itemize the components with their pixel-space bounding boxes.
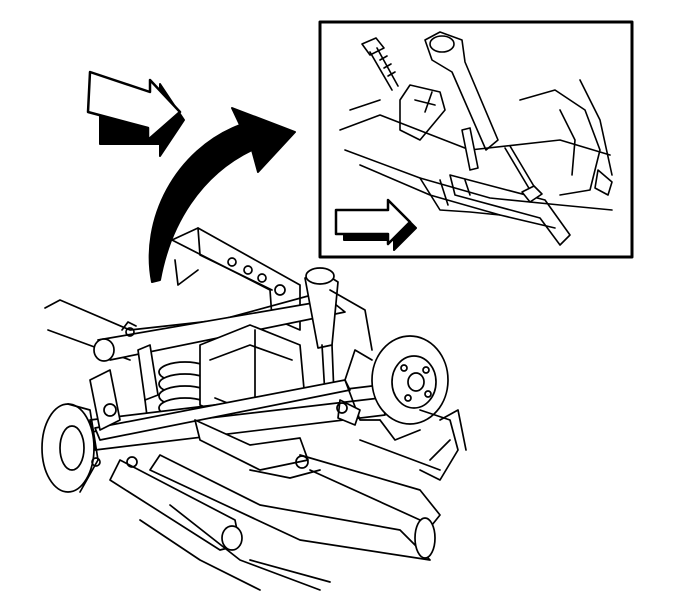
left-brake-rotor — [41, 403, 99, 493]
right-brake-rotor — [344, 335, 449, 425]
inset-lower-link-detail — [339, 31, 613, 246]
detail-callout-arrow-icon — [148, 107, 296, 283]
track-bar — [94, 379, 351, 441]
main-frame-rail — [139, 454, 441, 591]
view-direction-arrow-icon — [86, 70, 185, 157]
inset-view-direction-arrow-icon — [334, 198, 417, 251]
frame-rail — [171, 227, 301, 331]
crossmember-tube — [93, 299, 346, 362]
rear-suspension-assembly — [41, 227, 467, 591]
bolt-icon — [361, 37, 399, 91]
shock-absorber-right — [304, 267, 339, 396]
nut-icon — [504, 145, 543, 203]
